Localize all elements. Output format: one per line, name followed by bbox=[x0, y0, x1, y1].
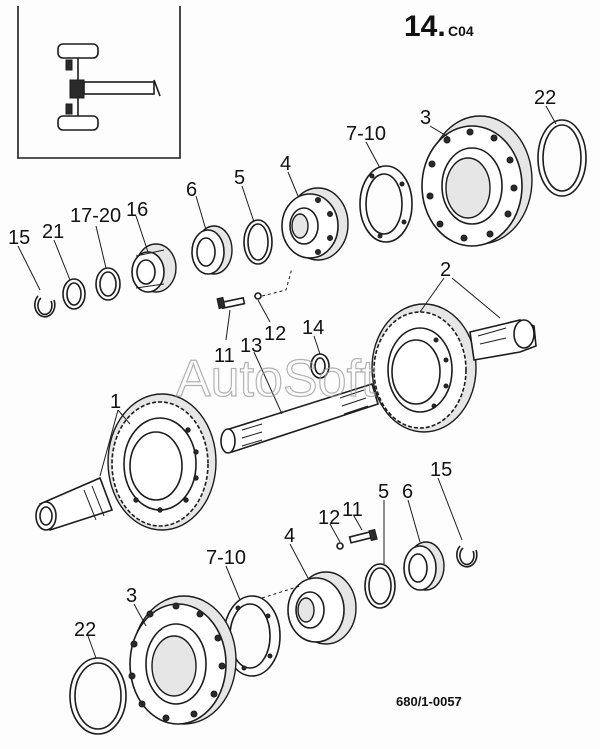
part-5-bottom-ring bbox=[364, 563, 396, 609]
callout-13: 13 bbox=[240, 335, 262, 357]
callout-6-top: 6 bbox=[186, 179, 197, 201]
callout-21: 21 bbox=[42, 221, 64, 243]
section-title: 14. C04 bbox=[404, 10, 474, 43]
callout-11-bottom: 11 bbox=[342, 499, 363, 521]
callout-3-top: 3 bbox=[420, 107, 431, 129]
callout-16: 16 bbox=[126, 199, 148, 221]
callout-4-bottom: 4 bbox=[284, 525, 295, 547]
part-15-top-circlip bbox=[34, 295, 56, 318]
part-7-10-top-shims bbox=[359, 165, 413, 243]
callout-14: 14 bbox=[302, 317, 324, 339]
part-16-roller-bearing bbox=[131, 243, 177, 293]
part-11-12-top-bolt bbox=[216, 267, 293, 310]
part-3-top-housing bbox=[421, 115, 533, 247]
watermark-text: AutoSoft bbox=[176, 350, 376, 408]
callout-12-bottom: 12 bbox=[318, 507, 340, 529]
callout-11-top: 11 bbox=[214, 345, 235, 367]
callout-1: 1 bbox=[110, 391, 121, 413]
part-17-20-shim bbox=[95, 267, 121, 301]
callout-15-bottom: 15 bbox=[430, 459, 452, 481]
part-2-ring-gear bbox=[371, 303, 537, 433]
part-13-splined-shaft bbox=[220, 382, 379, 454]
leader-lines bbox=[17, 105, 557, 659]
part-3-bottom-housing bbox=[128, 595, 237, 725]
callout-17-20: 17-20 bbox=[70, 205, 121, 227]
part-6-bottom-nut bbox=[403, 541, 445, 591]
vehicle-locator-inset bbox=[17, 6, 181, 159]
callout-6-bottom: 6 bbox=[402, 481, 413, 503]
part-1-crown-gear bbox=[35, 393, 217, 531]
callout-22-top: 22 bbox=[534, 87, 556, 109]
callout-7-10-bottom: 7-10 bbox=[206, 547, 246, 569]
section-number: 14. bbox=[404, 10, 446, 43]
part-11-12-bottom-bolt bbox=[336, 528, 378, 550]
part-22-bottom-ring bbox=[69, 657, 127, 735]
part-6-top-nut bbox=[191, 225, 233, 275]
callout-4-top: 4 bbox=[280, 153, 291, 175]
section-code: C04 bbox=[448, 23, 474, 39]
callout-22-bottom: 22 bbox=[74, 619, 96, 641]
part-22-top-ring bbox=[537, 119, 587, 197]
callout-5-top: 5 bbox=[234, 167, 245, 189]
callout-2: 2 bbox=[440, 259, 451, 281]
callout-7-10-top: 7-10 bbox=[346, 123, 386, 145]
callout-12-top: 12 bbox=[264, 323, 286, 345]
drawing-code: 680/1-0057 bbox=[396, 694, 462, 709]
callout-3-bottom: 3 bbox=[126, 585, 137, 607]
callout-5-bottom: 5 bbox=[378, 481, 389, 503]
callout-labels: 22 3 7-10 4 5 6 16 17-20 21 15 2 14 12 1… bbox=[8, 87, 556, 641]
part-21-washer bbox=[62, 278, 86, 310]
part-4-bottom-carrier bbox=[287, 571, 357, 645]
part-5-top-ring bbox=[243, 219, 273, 265]
callout-15-top: 15 bbox=[8, 227, 30, 249]
part-15-bottom-circlip bbox=[456, 545, 478, 568]
part-4-top-carrier bbox=[281, 187, 349, 261]
